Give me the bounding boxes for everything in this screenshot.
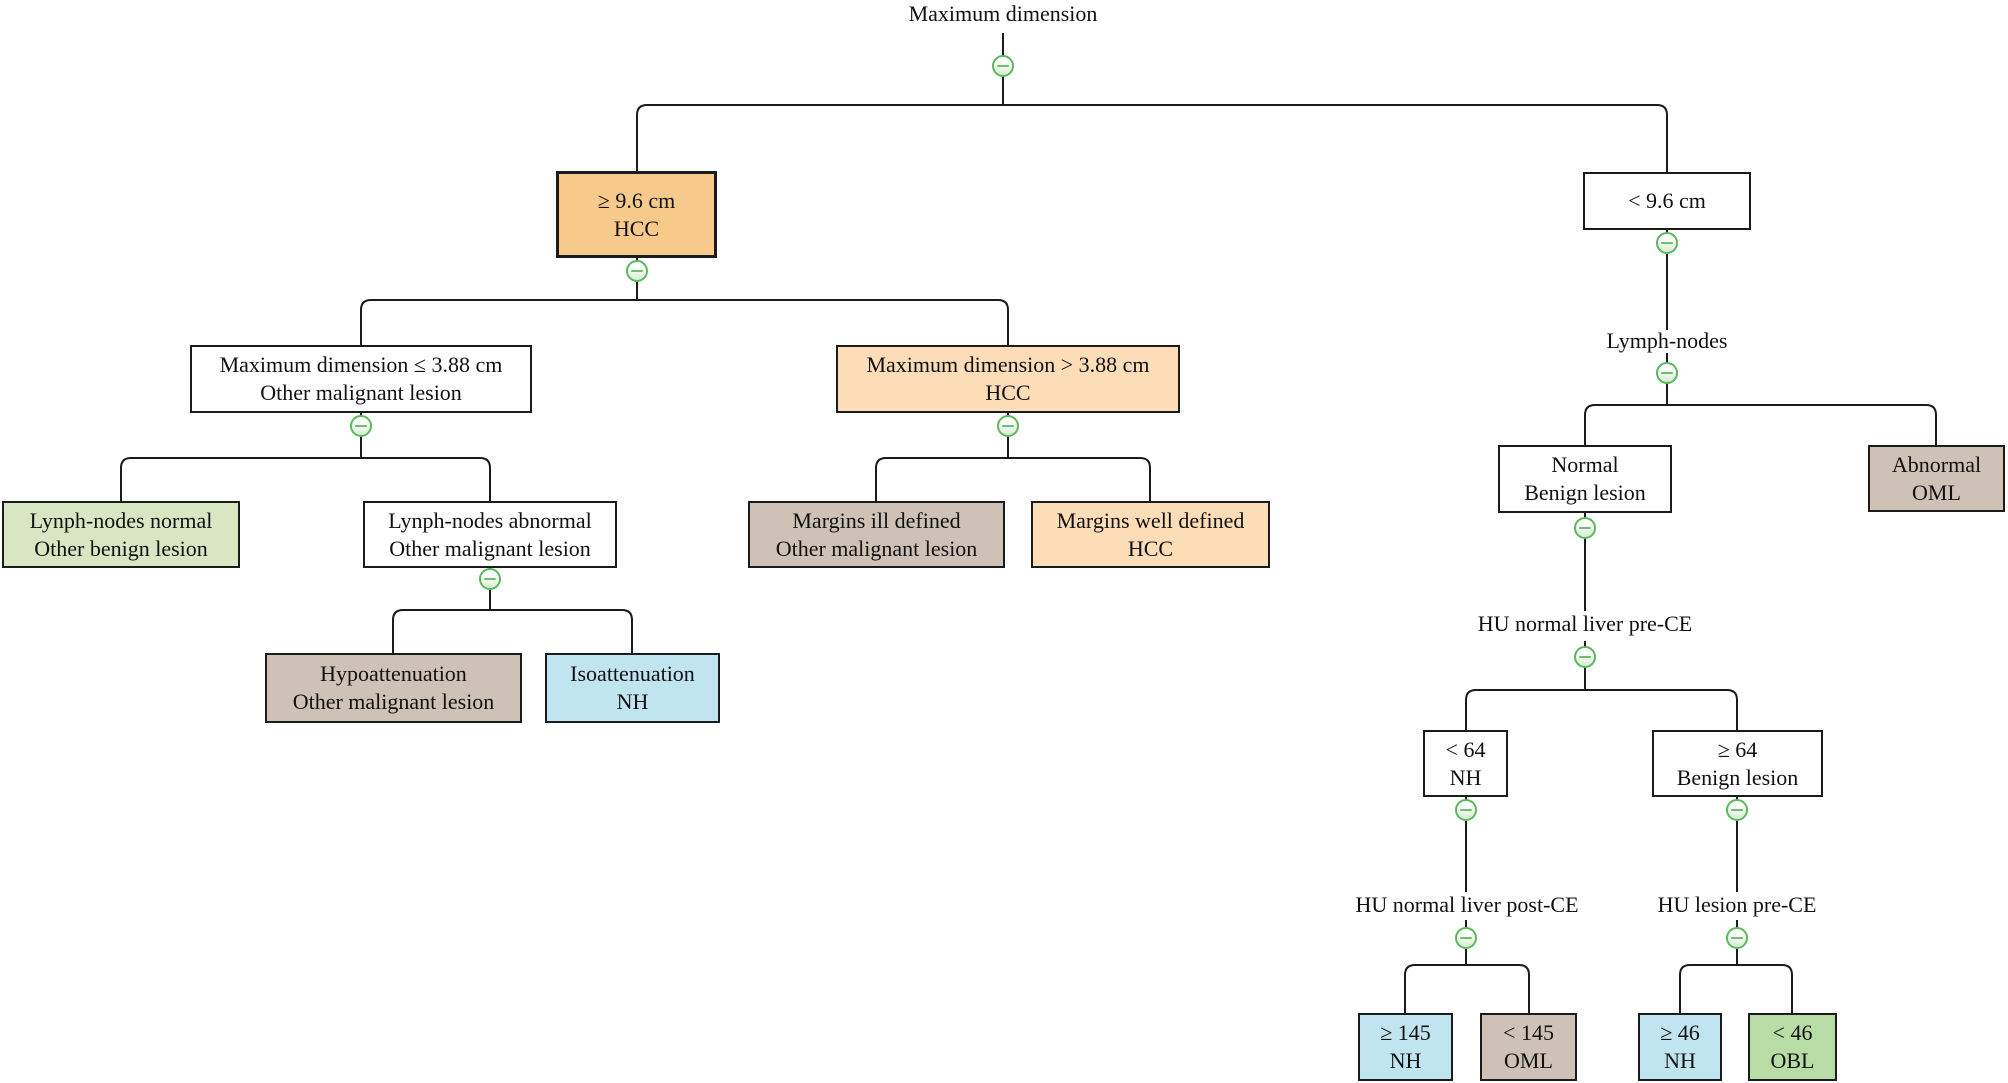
connector-line — [1584, 404, 1937, 445]
collapse-toggle[interactable] — [1455, 799, 1477, 821]
node-box-text: NH — [1664, 1048, 1696, 1073]
collapse-toggle[interactable] — [1574, 646, 1596, 668]
minus-icon — [1002, 424, 1014, 428]
node-box-text: Hypoattenuation — [320, 661, 467, 686]
node-label-maximum-dimension: Maximum dimension — [908, 1, 1098, 26]
connector-line — [875, 457, 1151, 501]
node-box-text: ≥ 145 — [1380, 1020, 1431, 1045]
minus-icon — [1661, 371, 1673, 375]
node-box-text: ≥ 9.6 cm — [597, 187, 676, 213]
collapse-toggle[interactable] — [1726, 799, 1748, 821]
minus-icon — [997, 64, 1009, 68]
minus-icon — [1731, 808, 1743, 812]
node-box-text: HCC — [985, 380, 1031, 405]
node-label-hu-normal-liver-pre-ce: HU normal liver pre-CE — [1477, 611, 1693, 636]
node-label-hu-lesion-pre-ce: HU lesion pre-CE — [1657, 892, 1817, 917]
node-box-text: OML — [1504, 1048, 1553, 1073]
node-box-text: Lynph-nodes normal — [29, 507, 213, 533]
minus-icon — [1460, 808, 1472, 812]
node-box-text: Other malignant lesion — [292, 689, 495, 714]
collapse-toggle[interactable] — [1656, 232, 1678, 254]
node-box-text: Margins well defined — [1056, 507, 1245, 533]
minus-icon — [631, 269, 643, 273]
node-box-text: NH — [616, 689, 649, 714]
node-box-lt-9-6-cm: < 9.6 cm — [1583, 172, 1751, 230]
collapse-toggle[interactable] — [992, 55, 1014, 77]
minus-icon — [1579, 526, 1591, 530]
node-box-text: OML — [1912, 479, 1961, 505]
minus-icon — [1731, 936, 1743, 940]
node-box-text: Maximum dimension > 3.88 cm — [866, 352, 1150, 377]
node-box-text: Abnormal — [1891, 451, 1982, 477]
node-box-text: Other benign lesion — [34, 535, 208, 561]
node-label-hu-normal-liver-post-ce: HU normal liver post-CE — [1355, 892, 1579, 917]
node-box-text: Other malignant lesion — [389, 535, 591, 561]
node-box-lt-46-obl: < 46 OBL — [1748, 1013, 1837, 1081]
node-box-text: < 145 — [1503, 1020, 1554, 1045]
node-box-text: Other malignant lesion — [260, 380, 462, 405]
connector-line — [1404, 964, 1530, 1013]
connector-line — [1465, 689, 1738, 730]
node-box-text: HCC — [1127, 535, 1174, 561]
node-box-text: < 46 — [1772, 1020, 1813, 1045]
node-box-text: Normal — [1551, 452, 1619, 477]
node-box-text: < 64 — [1445, 736, 1486, 762]
collapse-toggle[interactable] — [997, 415, 1019, 437]
node-box-text: < 9.6 cm — [1628, 188, 1706, 213]
connector-line — [392, 609, 633, 653]
node-box-text: NH — [1449, 764, 1482, 790]
minus-icon — [1579, 655, 1591, 659]
node-box-text: NH — [1389, 1048, 1422, 1073]
node-box-text: ≥ 46 — [1660, 1020, 1700, 1045]
collapse-toggle[interactable] — [626, 260, 648, 282]
connector-line — [636, 104, 1668, 172]
node-box-max-dim-gt-3-88-hcc: Maximum dimension > 3.88 cm HCC — [836, 345, 1180, 413]
node-box-text: Maximum dimension ≤ 3.88 cm — [219, 352, 503, 377]
node-box-text: Isoattenuation — [570, 661, 695, 686]
collapse-toggle[interactable] — [1656, 362, 1678, 384]
collapse-toggle[interactable] — [1726, 927, 1748, 949]
connector-line — [120, 457, 491, 501]
node-box-text: OBL — [1770, 1048, 1815, 1073]
minus-icon — [355, 424, 367, 428]
node-box-text: Other malignant lesion — [775, 535, 978, 561]
node-box-text: Benign lesion — [1676, 764, 1799, 790]
collapse-toggle[interactable] — [479, 568, 501, 590]
node-box-max-dim-le-3-88-oml: Maximum dimension ≤ 3.88 cm Other maligna… — [190, 345, 532, 413]
minus-icon — [484, 577, 496, 581]
connector-line — [360, 299, 1009, 345]
minus-icon — [1460, 936, 1472, 940]
node-box-ge-46-nh: ≥ 46 NH — [1638, 1013, 1722, 1081]
collapse-toggle[interactable] — [1455, 927, 1477, 949]
node-box-text: ≥ 64 — [1717, 736, 1758, 762]
node-box-text: HCC — [613, 215, 660, 241]
collapse-toggle[interactable] — [1574, 517, 1596, 539]
node-box-text: Benign lesion — [1524, 480, 1646, 505]
node-box-text: Lynph-nodes abnormal — [388, 507, 592, 533]
minus-icon — [1661, 241, 1673, 245]
collapse-toggle[interactable] — [350, 415, 372, 437]
connector-line — [1679, 964, 1793, 1013]
node-box-text: Margins ill defined — [792, 507, 961, 533]
node-label-lymph-nodes: Lymph-nodes — [1606, 328, 1728, 353]
